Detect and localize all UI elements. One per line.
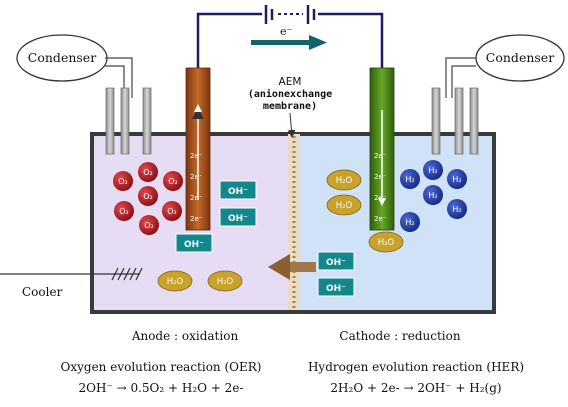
anode-electrode <box>185 67 211 231</box>
aem-pointer-arrow <box>287 112 296 138</box>
h2o-molecule: H₂O <box>157 270 193 292</box>
condenser-right-label: Condenser <box>486 50 554 65</box>
cooler-coil-icon <box>111 267 143 281</box>
h2-label: H₂ <box>428 166 437 175</box>
o2-molecule: O₂ <box>162 201 182 221</box>
electron-label: e⁻ <box>280 25 293 38</box>
h2-molecule: H₂ <box>400 169 420 189</box>
aem-title: AEM <box>279 76 302 88</box>
h2o-label: H₂O <box>336 176 353 186</box>
oh-ion-box: OH⁻ <box>317 251 355 271</box>
anode-caption: Anode : oxidation <box>131 329 239 343</box>
h2o-molecule: H₂O <box>207 270 243 292</box>
h2-molecule: H₂ <box>423 185 443 205</box>
electron-mark: 2e⁻ <box>374 194 387 202</box>
cathode-caption: Cathode : reduction <box>339 329 460 343</box>
h2-label: H₂ <box>428 191 437 200</box>
oh-label: OH⁻ <box>228 187 248 197</box>
o2-label: O₂ <box>144 221 154 230</box>
h2-molecule: H₂ <box>423 160 443 180</box>
oh-ion-box: OH⁻ <box>175 233 213 253</box>
oh-label: OH⁻ <box>228 214 248 224</box>
condenser-left-label: Condenser <box>28 50 96 65</box>
hydrogen-molecules: H₂ H₂ H₂ H₂ H₂ H₂ <box>400 160 467 232</box>
electron-mark: 2e⁻ <box>190 194 203 202</box>
condenser-right: Condenser <box>475 34 565 82</box>
o2-label: O₂ <box>119 207 129 216</box>
oh-label: OH⁻ <box>184 240 204 250</box>
oh-label: OH⁻ <box>326 284 346 294</box>
o2-label: O₂ <box>167 207 177 216</box>
aem-membrane <box>288 134 300 310</box>
h2o-label: H₂O <box>167 277 184 287</box>
electron-mark: 2e⁻ <box>374 173 387 181</box>
her-title: Hydrogen evolution reaction (HER) <box>308 360 524 374</box>
o2-label: O₂ <box>168 177 178 186</box>
h2o-molecule: H₂O <box>368 231 404 253</box>
h2o-label: H₂O <box>378 238 395 248</box>
o2-molecule: O₂ <box>113 171 133 191</box>
o2-label: O₂ <box>143 192 153 201</box>
battery-icon <box>264 5 316 24</box>
anode-electron-marks: 2e⁻ 2e⁻ 2e⁻ 2e⁻ <box>190 152 203 223</box>
electron-mark: 2e⁻ <box>374 152 387 160</box>
oh-ion-box: OH⁻ <box>219 207 257 227</box>
h2-label: H₂ <box>452 175 461 184</box>
o2-label: O₂ <box>143 168 153 177</box>
h2-label: H₂ <box>405 175 414 184</box>
h2o-label: H₂O <box>217 277 234 287</box>
h2-molecule: H₂ <box>447 199 467 219</box>
h2-label: H₂ <box>452 205 461 214</box>
external-circuit: e⁻ <box>196 5 384 70</box>
h2-molecule: H₂ <box>400 212 420 232</box>
h2o-label: H₂O <box>336 201 353 211</box>
captions: Anode : oxidation Cathode : reduction Ox… <box>61 329 525 395</box>
electron-mark: 2e⁻ <box>190 215 203 223</box>
electron-flow-arrow-icon <box>251 35 327 50</box>
condenser-lines <box>105 57 476 98</box>
oh-ion-box: OH⁻ <box>219 180 257 200</box>
h2-molecule: H₂ <box>447 169 467 189</box>
oh-ion-box: OH⁻ <box>317 277 355 297</box>
electron-mark: 2e⁻ <box>190 173 203 181</box>
o2-molecule: O₂ <box>139 215 159 235</box>
water-molecules: H₂O H₂O H₂O H₂O H₂O <box>157 169 404 292</box>
hydroxide-ions: OH⁻ OH⁻ OH⁻ OH⁻ OH⁻ <box>175 180 355 297</box>
o2-label: O₂ <box>118 177 128 186</box>
h2-label: H₂ <box>405 218 414 227</box>
o2-molecule: O₂ <box>114 201 134 221</box>
condenser-left: Condenser <box>16 34 108 82</box>
oer-title: Oxygen evolution reaction (OER) <box>61 360 262 374</box>
oh-label: OH⁻ <box>326 258 346 268</box>
aem-subtitle-line: membrane) <box>263 101 317 112</box>
cathode-electron-marks: 2e⁻ 2e⁻ 2e⁻ 2e⁻ <box>374 152 387 223</box>
oxygen-molecules: O₂ O₂ O₂ O₂ O₂ O₂ O₂ <box>113 162 183 235</box>
gas-outlet-pipes <box>105 87 479 155</box>
aem-subtitle-line: (anionexchange <box>248 88 332 100</box>
o2-molecule: O₂ <box>163 171 183 191</box>
h2o-molecule: H₂O <box>326 194 362 216</box>
aem-label: AEM (anionexchange membrane) <box>248 76 332 112</box>
h2o-molecule: H₂O <box>326 169 362 191</box>
oer-equation: 2OH⁻ → 0.5O₂ + H₂O + 2e- <box>79 381 244 395</box>
electron-mark: 2e⁻ <box>190 152 203 160</box>
o2-molecule: O₂ <box>138 162 158 182</box>
cooler-label: Cooler <box>22 285 63 299</box>
cathode-electrode <box>369 67 395 231</box>
her-equation: 2H₂O + 2e- → 2OH⁻ + H₂(g) <box>330 381 501 395</box>
cooler: Cooler <box>0 267 143 299</box>
electron-mark: 2e⁻ <box>374 215 387 223</box>
o2-molecule: O₂ <box>138 186 158 206</box>
hydroxide-migration-arrow-icon <box>268 254 316 280</box>
